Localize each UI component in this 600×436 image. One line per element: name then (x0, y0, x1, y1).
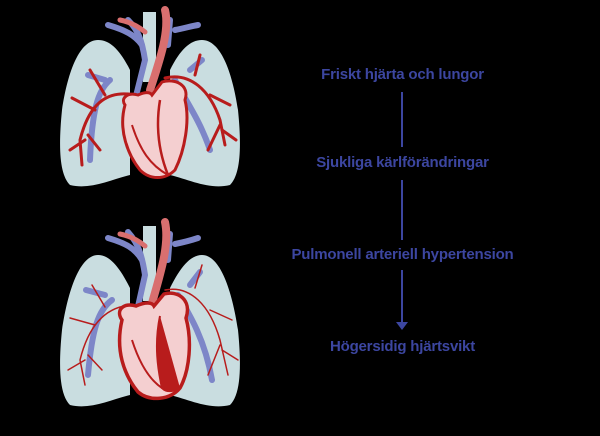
heart-lungs-icon (60, 6, 240, 187)
arrow-down-icon (396, 322, 408, 330)
step-healthy: Friskt hjärta och lungor (321, 66, 484, 83)
healthy-heart-lungs-illustration (50, 0, 250, 200)
connector-line (401, 270, 403, 322)
connector-line (401, 180, 403, 240)
connector-line (401, 92, 403, 147)
step-vascular-changes: Sjukliga kärlförändringar (316, 154, 489, 171)
step-pah: Pulmonell arteriell hypertension (291, 246, 514, 263)
enlarged-heart-lungs-icon (60, 218, 240, 407)
diseased-heart-lungs-illustration (50, 210, 250, 430)
step-right-heart-failure: Högersidig hjärtsvikt (329, 338, 475, 355)
